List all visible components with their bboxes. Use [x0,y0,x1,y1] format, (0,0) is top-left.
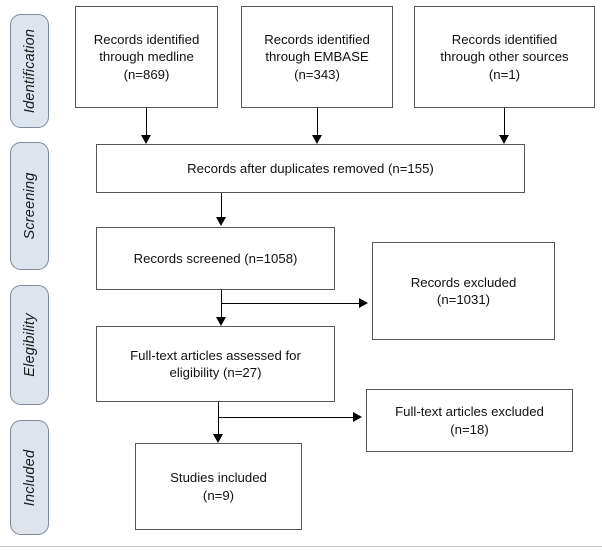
box-studies-included: Studies included (n=9) [135,443,302,530]
box-fulltext-excluded: Full-text articles excluded (n=18) [366,389,573,452]
connector-medline-to-duplicates [146,108,147,136]
box-records-other-sources-text: Records identified through other sources… [440,31,569,82]
box-records-embase-text: Records identified through EMBASE (n=343… [264,31,370,82]
arrowhead-duplicates-to-screened [216,217,226,226]
box-records-medline-text: Records identified through medline (n=86… [93,31,200,82]
connector-fulltext-to-excluded [219,417,354,418]
stage-pill-screening: Screening [10,142,49,270]
box-duplicates-removed: Records after duplicates removed (n=155) [96,144,525,193]
stage-label-included: Included [21,449,38,506]
stage-pill-eligibility: Elegibility [10,285,49,405]
arrowhead-embase-to-duplicates [312,135,322,144]
arrowhead-other-to-duplicates [499,135,509,144]
arrowhead-screened-to-fulltext [216,317,226,326]
connector-embase-to-duplicates [317,108,318,136]
stage-pill-included: Included [10,420,49,535]
arrowhead-screened-to-excluded [359,298,368,308]
stage-label-identification: Identification [21,28,38,114]
arrowhead-fulltext-to-excluded [353,412,362,422]
box-duplicates-removed-text: Records after duplicates removed (n=155) [187,160,434,176]
connector-screened-to-fulltext [221,290,222,318]
box-fulltext-excluded-text: Full-text articles excluded (n=18) [395,404,544,437]
box-records-embase: Records identified through EMBASE (n=343… [241,6,393,108]
box-fulltext-assessed: Full-text articles assessed for eligibil… [96,326,335,402]
box-records-other-sources: Records identified through other sources… [414,6,595,108]
connector-screened-to-excluded [222,303,360,304]
box-records-medline: Records identified through medline (n=86… [75,6,218,108]
connector-other-to-duplicates [504,108,505,136]
stage-pill-identification: Identification [10,14,49,128]
box-fulltext-assessed-text: Full-text articles assessed for eligibil… [130,347,301,380]
box-records-screened-text: Records screened (n=1058) [133,250,298,266]
connector-fulltext-to-included [218,402,219,436]
box-records-excluded-text: Records excluded (n=1031) [410,274,517,307]
arrowhead-fulltext-to-included [213,434,223,443]
connector-duplicates-to-screened [221,193,222,218]
figure-baseline-rule [0,546,602,547]
stage-label-eligibility: Elegibility [21,313,38,377]
stage-label-screening: Screening [21,172,38,240]
arrowhead-medline-to-duplicates [141,135,151,144]
box-studies-included-text: Studies included (n=9) [170,470,267,503]
box-records-screened: Records screened (n=1058) [96,227,335,290]
box-records-excluded: Records excluded (n=1031) [372,242,555,340]
